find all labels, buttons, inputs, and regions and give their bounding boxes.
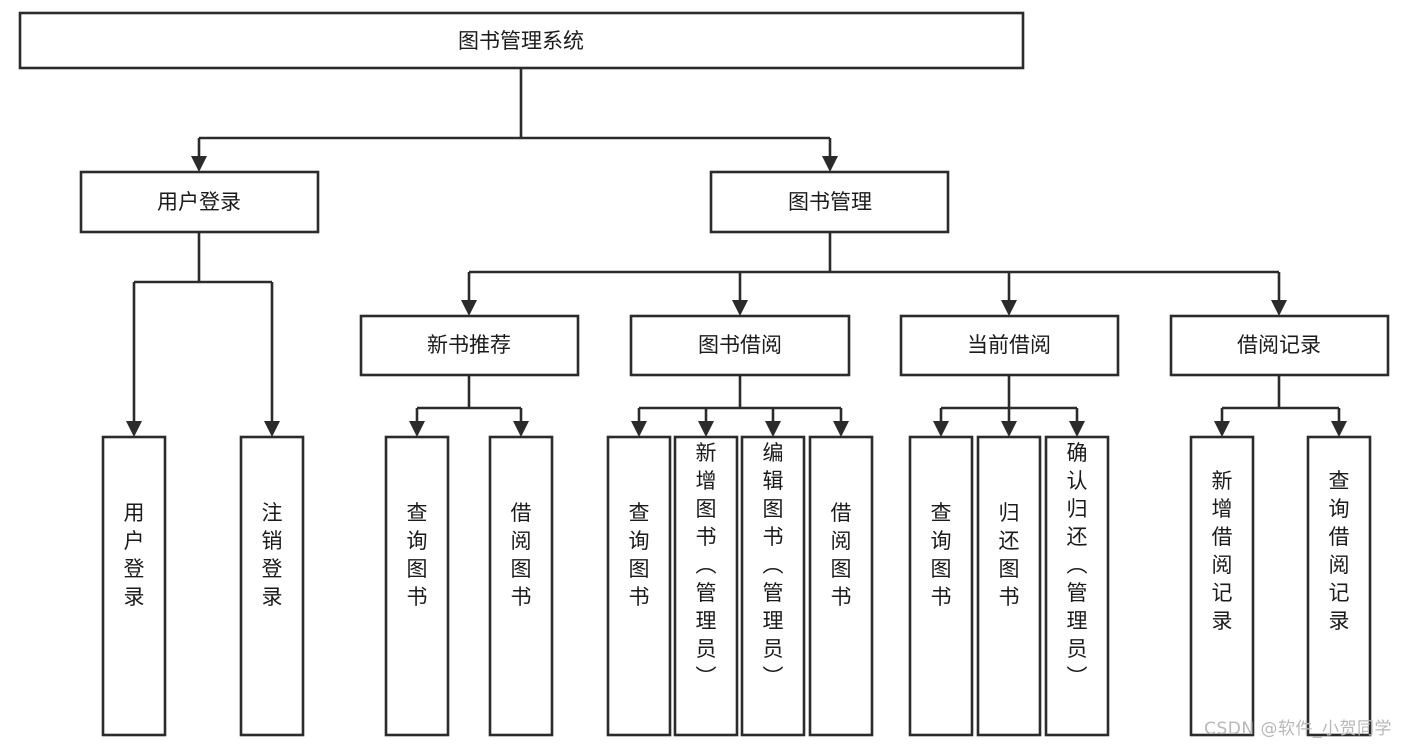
node-leaf-borrow-add-label: 新增图书︵管理员︶ [696, 441, 717, 689]
arrowhead-user-login-leaf-1 [126, 421, 142, 437]
node-leaf-record-query[interactable]: 查询借阅记录 [1306, 435, 1372, 737]
node-leaf-newbook-query-box [384, 435, 450, 737]
node-leaf-user-logout-box [239, 435, 305, 737]
node-borrow-record[interactable]: 借阅记录 [1169, 314, 1390, 377]
node-leaf-current-query-box [908, 435, 974, 737]
node-leaf-record-query-label: 查询借阅记录 [1329, 469, 1350, 633]
node-borrow-record-label: 借阅记录 [1237, 333, 1321, 357]
node-leaf-current-return-label: 归还图书 [999, 501, 1020, 609]
node-current-borrow[interactable]: 当前借阅 [899, 314, 1120, 377]
node-leaf-user-logout[interactable]: 注销登录 [239, 435, 305, 737]
node-leaf-record-query-box [1306, 435, 1372, 737]
node-leaf-borrow-edit-label: 编辑图书︵管理员︶ [763, 441, 784, 689]
node-book-borrow-label: 图书借阅 [698, 333, 782, 357]
arrowhead-book-borrow-leaf-1 [631, 421, 647, 437]
node-leaf-current-confirm-return[interactable]: 确认归还︵管理员︶ [1044, 435, 1110, 737]
node-leaf-borrow-add[interactable]: 新增图书︵管理员︶ [673, 435, 739, 737]
node-book-management-label: 图书管理 [788, 190, 872, 214]
node-leaf-borrow-edit-box [740, 435, 806, 737]
node-leaf-borrow-query-label: 查询图书 [629, 501, 650, 609]
arrowhead-user-login-leaf-2 [264, 421, 280, 437]
node-leaf-newbook-borrow[interactable]: 借阅图书 [488, 435, 554, 737]
node-book-management-box [709, 170, 950, 234]
node-root-label: 图书管理系统 [458, 29, 584, 53]
node-user-login-label: 用户登录 [157, 190, 241, 214]
node-leaf-record-add-label: 新增借阅记录 [1212, 469, 1233, 633]
node-leaf-borrow-borrow-label: 借阅图书 [831, 501, 852, 609]
arrowhead-new-book [461, 300, 477, 316]
node-leaf-current-confirm-return-label: 确认归还︵管理员︶ [1067, 441, 1088, 689]
node-root-system[interactable]: 图书管理系统 [18, 11, 1025, 70]
node-new-book-recommend-box [359, 314, 580, 377]
node-leaf-user-logout-label: 注销登录 [262, 501, 283, 609]
node-leaf-record-add[interactable]: 新增借阅记录 [1189, 435, 1255, 737]
node-leaf-borrow-borrow-box [808, 435, 874, 737]
arrowhead-current-borrow-leaf-1 [933, 421, 949, 437]
node-leaf-user-login-1[interactable]: 用户登录 [101, 435, 167, 737]
node-book-management[interactable]: 图书管理 [709, 170, 950, 234]
node-user-login-box [79, 170, 320, 234]
node-leaf-current-query[interactable]: 查询图书 [908, 435, 974, 737]
node-leaf-newbook-query-label: 查询图书 [407, 501, 428, 609]
node-leaf-current-return-box [976, 435, 1042, 737]
arrowhead-user-login [191, 156, 207, 172]
connector-group [126, 68, 1347, 437]
arrowhead-new-book-leaf-1 [409, 421, 425, 437]
node-book-borrow[interactable]: 图书借阅 [629, 314, 851, 377]
node-leaf-newbook-borrow-box [488, 435, 554, 737]
arrowhead-borrow-record-leaf-1 [1214, 421, 1230, 437]
node-leaf-borrow-add-box [673, 435, 739, 737]
arrowhead-current-borrow-leaf-3 [1069, 421, 1085, 437]
arrowhead-book-mgmt [822, 156, 838, 172]
node-leaf-newbook-query[interactable]: 查询图书 [384, 435, 450, 737]
node-leaf-borrow-query-box [606, 435, 672, 737]
node-book-borrow-box [629, 314, 851, 377]
node-leaf-current-query-label: 查询图书 [931, 501, 952, 609]
arrowhead-current-borrow-leaf-2 [1001, 421, 1017, 437]
node-leaf-borrow-edit[interactable]: 编辑图书︵管理员︶ [740, 435, 806, 737]
node-leaf-user-login-1-box [101, 435, 167, 737]
arrowhead-borrow-record [1271, 300, 1287, 316]
arrowhead-new-book-leaf-2 [513, 421, 529, 437]
node-leaf-current-return[interactable]: 归还图书 [976, 435, 1042, 737]
node-new-book-recommend-label: 新书推荐 [427, 333, 511, 357]
arrowhead-book-borrow-leaf-4 [833, 421, 849, 437]
node-leaf-borrow-query[interactable]: 查询图书 [606, 435, 672, 737]
node-leaf-newbook-borrow-label: 借阅图书 [511, 501, 532, 609]
arrowhead-book-borrow-leaf-2 [698, 421, 714, 437]
node-user-login[interactable]: 用户登录 [79, 170, 320, 234]
node-new-book-recommend[interactable]: 新书推荐 [359, 314, 580, 377]
node-borrow-record-box [1169, 314, 1390, 377]
arrowhead-book-borrow [732, 300, 748, 316]
arrowhead-borrow-record-leaf-2 [1331, 421, 1347, 437]
node-current-borrow-label: 当前借阅 [967, 333, 1051, 357]
csdn-watermark: CSDN @软件_小贺同学 [1204, 719, 1392, 739]
node-leaf-borrow-borrow[interactable]: 借阅图书 [808, 435, 874, 737]
node-leaf-user-login-1-label: 用户登录 [124, 501, 145, 609]
arrowhead-current-borrow [1001, 300, 1017, 316]
node-current-borrow-box [899, 314, 1120, 377]
node-leaf-current-confirm-return-box [1044, 435, 1110, 737]
node-leaf-record-add-box [1189, 435, 1255, 737]
node-root-box [18, 11, 1025, 70]
arrowhead-book-borrow-leaf-3 [765, 421, 781, 437]
